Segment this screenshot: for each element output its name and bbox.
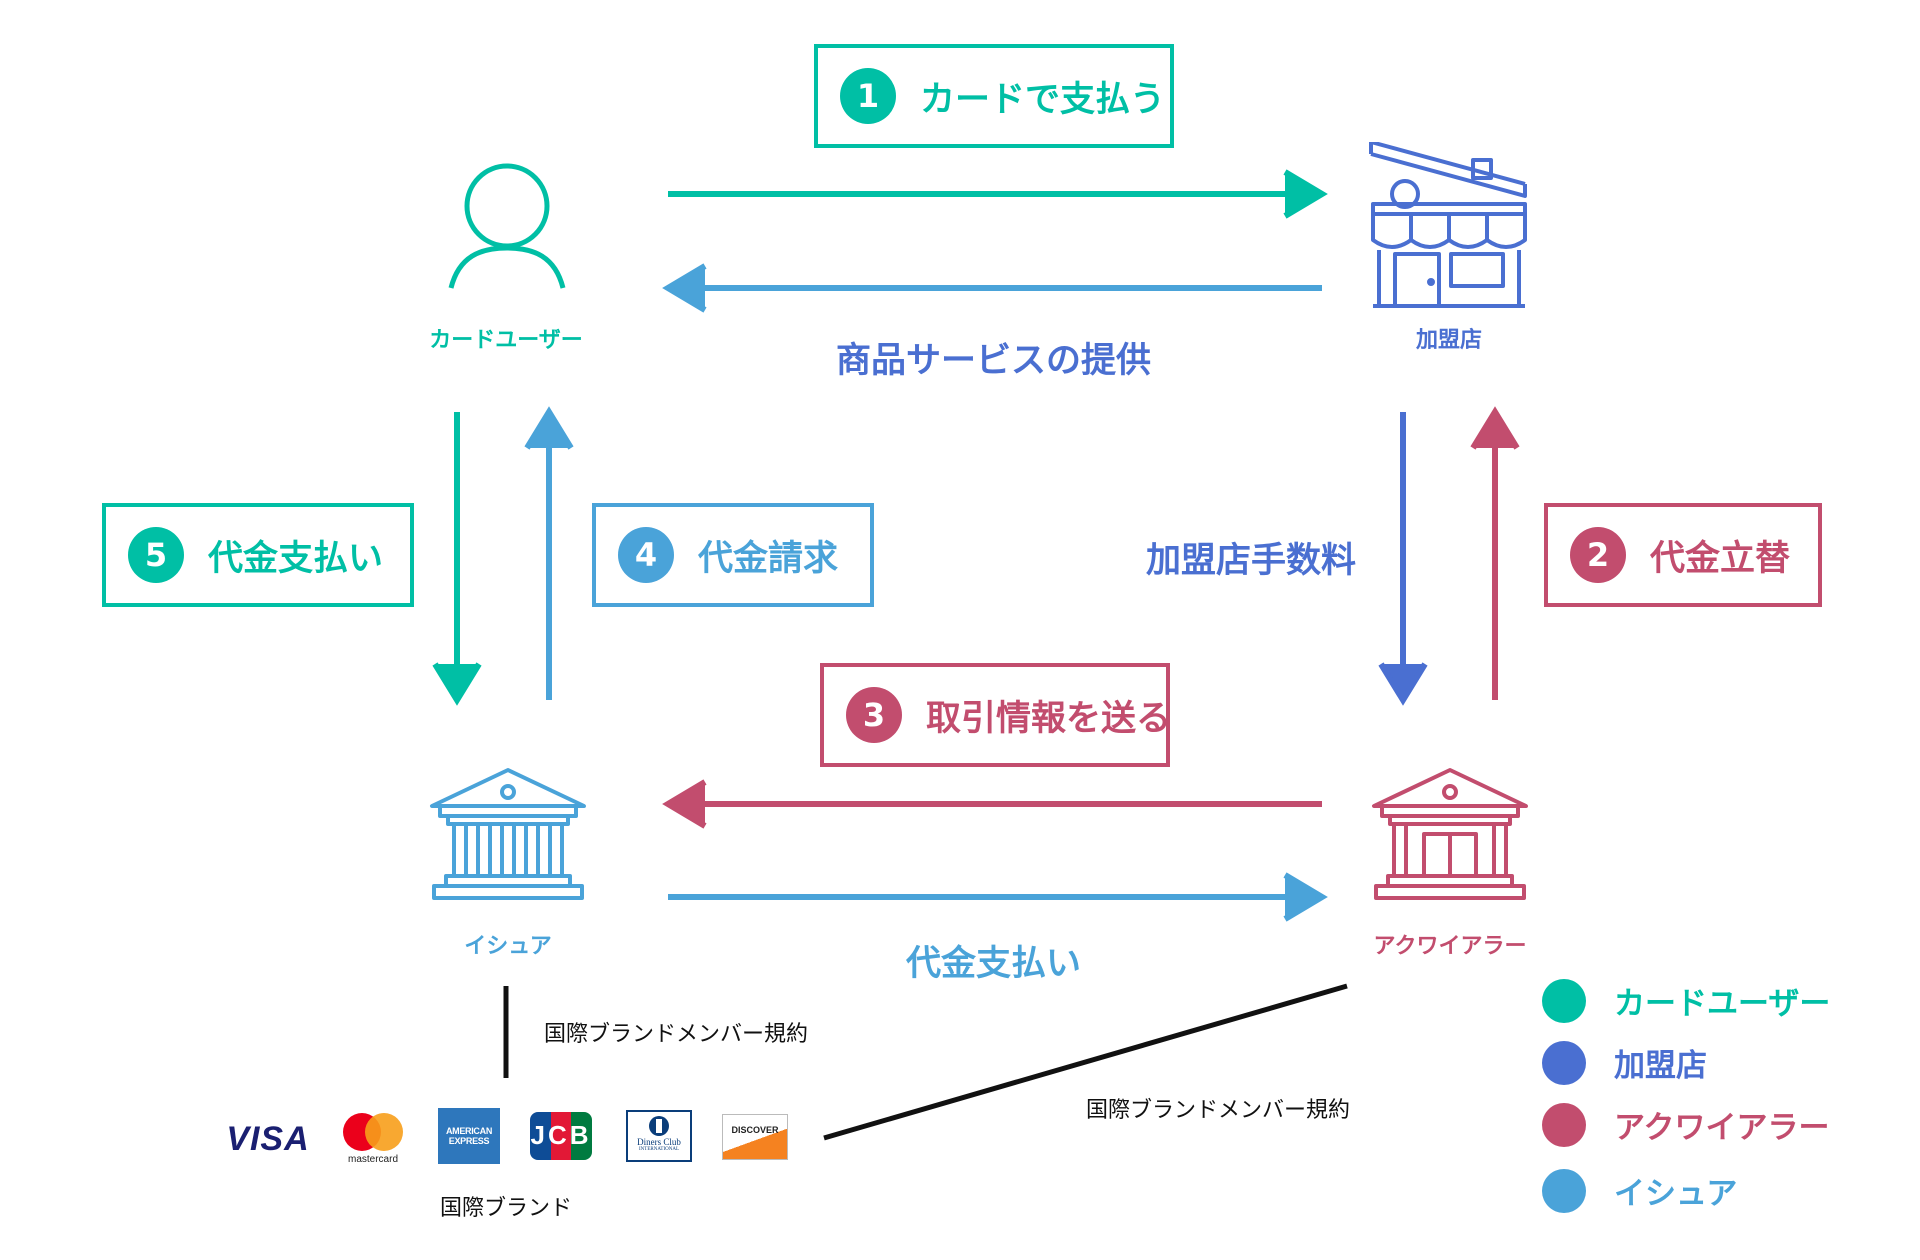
actor-label-merchant: 加盟店 [1415,328,1482,353]
arrow-payment-head [1283,872,1328,922]
jcb-logo-j [530,1112,551,1160]
step-5-box: 5 代金支払い [102,503,414,607]
actor-label-acquirer: アクワイアラー [1373,934,1527,959]
jcb-logo-c [550,1112,572,1160]
step-2-number: 2 [1570,527,1626,583]
mastercard-logo-text: mastercard [347,1154,398,1165]
discover-logo: DISCOVER [722,1114,788,1160]
store-icon [1369,142,1527,308]
step-3-number: 3 [846,687,902,743]
step-1-text: カードで支払う [920,79,1166,120]
flow-label-service: 商品サービスの提供 [836,341,1152,381]
visa-logo-text: VISA [226,1119,310,1158]
arrow-pay-by-card-head [1283,169,1328,219]
jcb-logo: JCB [530,1112,593,1160]
jcb-logo-b [571,1112,593,1160]
step-2-text: 代金立替 [1650,538,1791,579]
diners-club-logo: Diners Club INTERNATIONAL [626,1110,692,1162]
legend-item-issuer: イシュア [1542,1168,1737,1213]
diners-club-subtext: INTERNATIONAL [639,1147,679,1152]
arrow-billing-head [524,406,574,450]
diners-club-text: Diners Club [637,1137,681,1147]
issuer-agreement-label: 国際ブランドメンバー規約 [544,1022,809,1047]
step-3-text: 取引情報を送る [926,698,1172,739]
amex-logo-text-bottom: EXPRESS [448,1136,490,1146]
step-4-box: 4 代金請求 [592,503,874,607]
arrow-merchant-fee-head [1378,662,1428,706]
legend-item-merchant: 加盟店 [1542,1040,1707,1085]
legend-label-merchant: 加盟店 [1614,1048,1707,1084]
visa-logo: VISA [222,1114,314,1164]
step-5-number: 5 [128,527,184,583]
mastercard-circles [343,1113,403,1151]
arrow-user-pays-head [432,662,482,706]
person-icon [448,163,566,289]
legend-label-card-user: カードユーザー [1614,986,1831,1022]
flow-label-merchant-fee: 加盟店手数料 [1146,541,1357,581]
mastercard-logo: mastercard [338,1112,408,1170]
legend-dot-issuer [1542,1168,1586,1213]
bank-icon-acquirer [1372,768,1528,900]
step-1-box: 1 カードで支払う [814,44,1174,148]
flow-label-payment: 代金支払い [906,944,1082,984]
bank-icon-issuer [430,768,586,900]
arrow-advance-payment-head [1470,406,1520,450]
step-1-number: 1 [840,68,896,124]
step-3-box: 3 取引情報を送る [820,663,1172,767]
acquirer-agreement-label: 国際ブランドメンバー規約 [1086,1098,1351,1123]
actor-label-card-user: カードユーザー [429,328,583,353]
diners-club-emblem [649,1116,669,1136]
legend-dot-card-user [1542,978,1586,1023]
acquirer-brand-connector [823,983,1348,1141]
step-4-number: 4 [618,527,674,583]
legend-dot-merchant [1542,1040,1586,1085]
step-4-text: 代金請求 [698,538,839,579]
amex-logo: AMERICAN EXPRESS [438,1108,500,1164]
actor-label-issuer: イシュア [464,934,552,959]
legend-label-acquirer: アクワイアラー [1614,1110,1830,1146]
legend-dot-acquirer [1542,1102,1586,1147]
jcb-logo-text: JCB [530,1120,592,1150]
step-2-box: 2 代金立替 [1544,503,1822,607]
brand-group-caption: 国際ブランド [440,1196,573,1221]
legend-label-issuer: イシュア [1614,1176,1738,1212]
legend-item-acquirer: アクワイアラー [1542,1102,1829,1147]
step-5-text: 代金支払い [208,538,384,579]
arrow-transaction-info-head [662,779,707,829]
discover-logo-text: DISCOVER [731,1125,779,1135]
arrow-service-head [662,263,707,313]
amex-logo-text-top: AMERICAN [445,1126,493,1136]
legend-item-card-user: カードユーザー [1542,978,1830,1023]
